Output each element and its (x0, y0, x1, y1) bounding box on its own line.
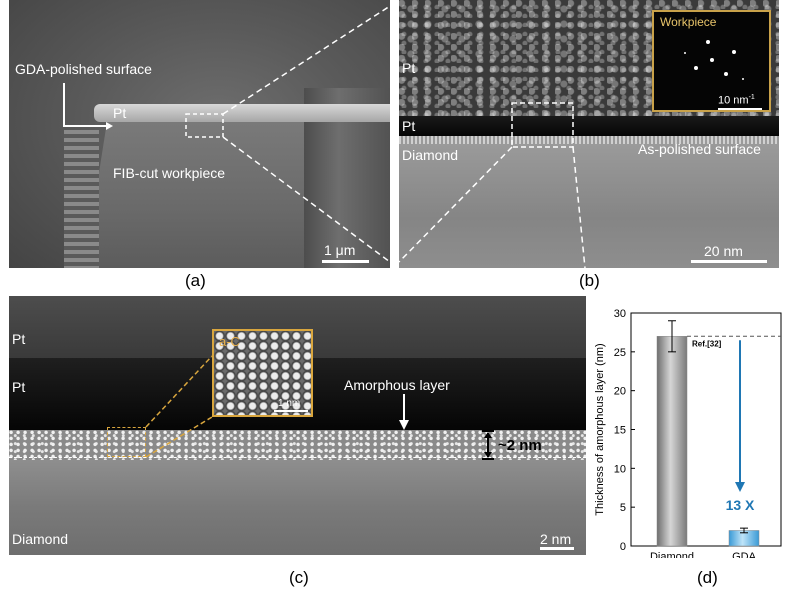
bar-diamond (656, 336, 688, 547)
hrtem-image-panel-c: a-C 1 nm Pt Pt Diamond Amorphous layer ~… (9, 296, 586, 555)
zoom-line-left (399, 146, 513, 263)
diamond-region (9, 460, 586, 555)
reduction-arrowhead (735, 482, 745, 492)
x-tick-label-diamond: Diamond (650, 551, 694, 558)
label-diamond: Diamond (402, 147, 459, 163)
inset-link-top (145, 355, 213, 428)
amorphous-carbon-inset: a-C 1 nm (212, 329, 313, 417)
scalebar (540, 547, 574, 550)
surface-pointer-line (63, 83, 106, 127)
label-gda-polished-surface: GDA-polished surface (15, 61, 152, 77)
panel-c-overlay (145, 355, 494, 460)
caption-a: (a) (185, 271, 206, 290)
label-pt-top: Pt (12, 331, 26, 347)
label-pt: Pt (12, 379, 26, 395)
caption-b: (b) (579, 271, 600, 290)
scalebar-label: 20 nm (704, 243, 743, 259)
amorphous-arrowhead (399, 420, 409, 430)
surface-pointer-arrowhead (106, 122, 113, 130)
reduction-annotation: 13 X (726, 497, 755, 513)
zoom-line-top (222, 5, 390, 115)
scalebar-label: 1 μm (324, 242, 356, 258)
caption-d: (d) (697, 568, 718, 587)
zoom-line-right (572, 146, 586, 268)
inset-title: Workpiece (660, 15, 717, 29)
diffraction-inset: Workpiece 10 nm-1 (652, 10, 771, 112)
y-tick-label: 5 (620, 502, 626, 514)
workpiece-body (84, 118, 320, 268)
y-tick-label: 25 (614, 347, 626, 359)
diffraction-spot (724, 72, 728, 76)
inset-source-box (107, 427, 146, 457)
diamond-region (399, 144, 779, 268)
pt-cap-layer (94, 104, 390, 122)
y-tick-label: 20 (614, 386, 626, 398)
label-thickness: ~2 nm (498, 437, 542, 454)
zoom-box (185, 113, 224, 138)
tem-image-panel-b: Pt Pt Diamond As-polished surface Workpi… (399, 0, 779, 268)
y-tick-label: 10 (614, 463, 626, 475)
zoom-line-bottom (222, 136, 390, 263)
thickness-arrow-down (484, 452, 492, 458)
polished-interface (399, 136, 779, 144)
inset-link-bottom (145, 416, 213, 458)
x-tick-label-gda: GDA (732, 551, 757, 558)
diffraction-spot (732, 50, 736, 54)
diffraction-spot (710, 58, 714, 62)
diffraction-spot (694, 66, 698, 70)
pt-dense-band (399, 116, 779, 136)
scalebar-label: 2 nm (540, 531, 572, 547)
inset-scalebar (718, 108, 762, 110)
y-axis-label: Thickness of amorphous layer (nm) (594, 343, 606, 515)
diffraction-spot (742, 78, 744, 80)
caption-c: (c) (289, 568, 309, 587)
diffraction-spot (684, 52, 686, 54)
inset-scalebar-label: 1 nm (278, 398, 301, 409)
sem-image-panel-a: GDA-polished surface Pt FIB-cut workpiec… (9, 0, 390, 268)
label-pt-top: Pt (402, 60, 416, 76)
label-fib-cut-workpiece: FIB-cut workpiece (113, 165, 226, 181)
y-tick-label: 0 (620, 541, 626, 553)
label-amorphous-layer: Amorphous layer (344, 377, 450, 393)
diffraction-spot (706, 40, 710, 44)
y-tick-label: 30 (614, 308, 626, 320)
reference-label: Ref.[32] (692, 339, 722, 348)
thickness-arrow-up (484, 432, 492, 438)
panel-b-overlay (399, 102, 586, 268)
label-diamond: Diamond (12, 531, 69, 547)
inset-scalebar-label: 10 nm-1 (718, 94, 755, 107)
label-pt: Pt (113, 105, 127, 121)
interface-dashed-line (9, 457, 586, 458)
label-as-polished-surface: As-polished surface (638, 141, 761, 157)
zoom-box-b (511, 102, 574, 148)
panel-a-overlay (63, 5, 390, 263)
inset-scalebar (274, 410, 308, 412)
scalebar (691, 260, 767, 263)
scalebar (322, 260, 369, 263)
y-tick-label: 15 (614, 425, 626, 437)
label-pt: Pt (402, 118, 416, 134)
inset-title: a-C (219, 334, 240, 349)
workpiece-left-edge (64, 130, 99, 268)
